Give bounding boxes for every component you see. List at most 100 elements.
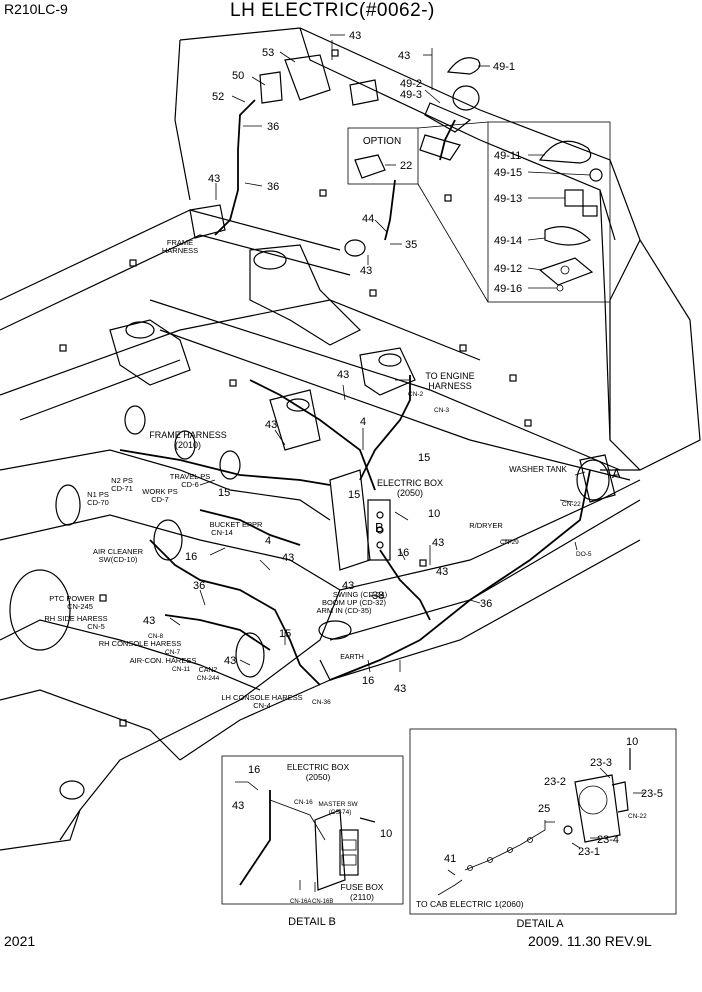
beacon-lamp [419, 57, 481, 161]
label: WORK PS [142, 487, 177, 496]
callout: 49-1 [493, 61, 515, 73]
harness-labels: FRAME HARNESS TO ENGINE HARNESS FRAME HA… [44, 238, 592, 710]
callout: 16 [185, 551, 197, 563]
detail-marker-a: A [612, 466, 621, 481]
callout: 49-2 [400, 78, 422, 90]
label: CD-6 [181, 480, 199, 489]
label: TO CAB ELECTRIC 1(2060) [416, 899, 524, 909]
label: CN-245 [67, 602, 93, 611]
callout: 36 [267, 121, 279, 133]
label: CN-22 [562, 501, 581, 508]
callout: 36 [480, 598, 492, 610]
detail-a-caption: DETAIL A [516, 918, 564, 930]
label: CN-14 [211, 528, 233, 537]
option-frame [347, 127, 419, 185]
callout: 44 [362, 213, 374, 225]
option-switch [354, 154, 386, 179]
label: RH CONSOLE HARESS [99, 639, 182, 648]
callout: 53 [262, 47, 274, 59]
callout: 36 [267, 181, 279, 193]
washer-tank [576, 454, 616, 503]
callout: 43 [265, 419, 277, 431]
label: ELECTRIC BOX [377, 478, 443, 488]
label: (2110) [350, 892, 374, 902]
frame-structure [0, 27, 701, 851]
label: CN-3 [434, 407, 450, 414]
electric-box [329, 469, 391, 571]
label: TRAVEL PS [170, 472, 210, 481]
callout: 41 [444, 853, 456, 865]
callout: 23-5 [641, 788, 663, 800]
label: ELECTRIC BOX [287, 762, 350, 772]
callout: 16 [248, 764, 260, 776]
callout: 36 [193, 580, 205, 592]
beacon-detail-frame [417, 121, 611, 303]
callout: 23-1 [578, 846, 600, 858]
label: CD-7 [151, 495, 169, 504]
label: EARTH [340, 654, 364, 661]
model-code: R210LC-9 [4, 1, 68, 17]
page-title: LH ELECTRIC(#0062-) [230, 0, 435, 21]
callout: 43 [232, 800, 244, 812]
detail-b-caption: DETAIL B [288, 916, 336, 928]
callouts: 43 53 50 52 36 36 43 43 49-1 49-2 49-3 2… [143, 30, 621, 695]
callout: 4 [265, 535, 271, 547]
callout: 43 [337, 369, 349, 381]
detail-marker-b: B [375, 520, 384, 535]
callout: 43 [436, 566, 448, 578]
label: CN-29 [500, 539, 519, 546]
label: CN-244 [197, 675, 220, 682]
callout: 43 [349, 30, 361, 42]
callout: 43 [398, 50, 410, 62]
label: CN-7 [165, 649, 181, 656]
label: TO ENGINE [425, 371, 474, 381]
label: (CS-74) [329, 809, 352, 816]
detail-b: 16 43 10 ELECTRIC BOX (2050) CN-16 MASTE… [221, 755, 404, 905]
callout: 10 [626, 736, 638, 748]
label: CN-4 [253, 701, 271, 710]
callout: 43 [282, 552, 294, 564]
label: WASHER TANK [509, 465, 567, 474]
callout: 43 [432, 537, 444, 549]
callout: 15 [279, 628, 291, 640]
callout: 43 [394, 683, 406, 695]
label: CN-16B [312, 899, 333, 905]
label: CN-22 [628, 813, 647, 820]
label: CD-70 [87, 498, 109, 507]
label: FRAME HARNESS [149, 430, 227, 440]
label: N2 PS [111, 476, 133, 485]
callout: 35 [405, 239, 417, 251]
label: MASTER SW [318, 801, 358, 808]
label: CAN2 [199, 667, 218, 674]
label: DO-5 [576, 551, 592, 558]
callout: 16 [397, 547, 409, 559]
label: CN-16 [294, 799, 313, 806]
callout: 50 [232, 70, 244, 82]
label: CN-8 [148, 633, 164, 640]
callout: 49-12 [494, 263, 522, 275]
callout: 10 [380, 828, 392, 840]
option-label: OPTION [363, 136, 401, 147]
callout: 43 [224, 655, 236, 667]
label: PTC POWER [49, 594, 95, 603]
label: (2050) [306, 772, 331, 782]
callout: 43 [360, 265, 372, 277]
label: SWING (CD-24) [333, 590, 388, 599]
callout: 15 [418, 452, 430, 464]
callout: 49-15 [494, 167, 522, 179]
callout: 49-16 [494, 283, 522, 295]
callout: 10 [428, 508, 440, 520]
label: RH SIDE HARESS [44, 614, 107, 623]
callout: 49-13 [494, 193, 522, 205]
callout: 43 [208, 173, 220, 185]
label: BUCKET EPPR [210, 520, 263, 529]
callout: 15 [218, 487, 230, 499]
callout: 49-11 [494, 150, 521, 162]
label: CN-36 [312, 699, 331, 706]
label: CN-2 [408, 391, 424, 398]
label: HARNESS [162, 246, 198, 255]
label: (2050) [397, 488, 423, 498]
label: CN-11 [172, 666, 191, 673]
label: FUSE BOX [341, 882, 384, 892]
